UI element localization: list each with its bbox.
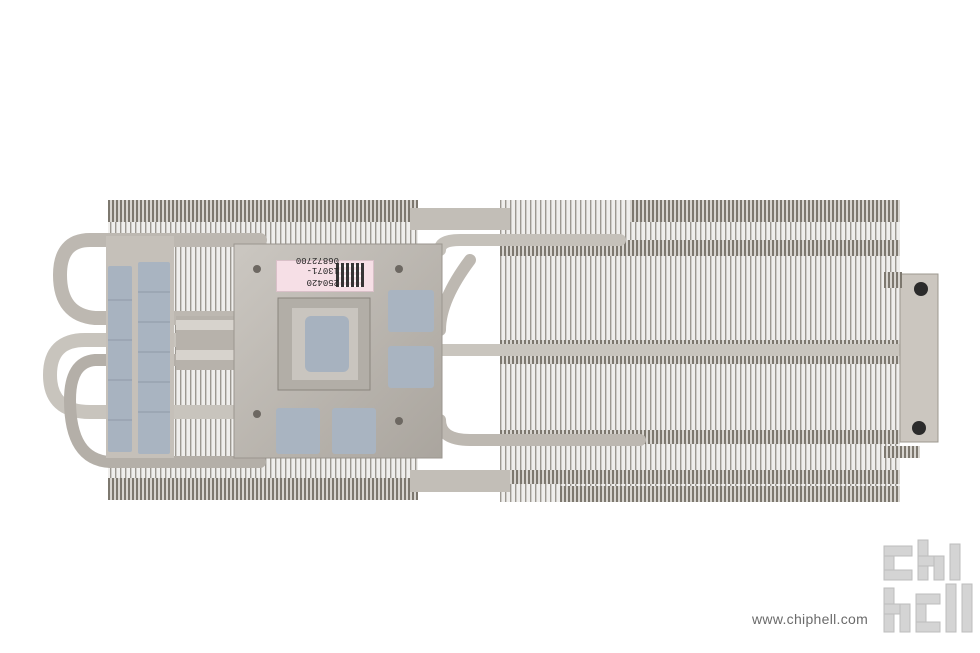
vrm-bracket (106, 236, 174, 458)
thermal-pad (332, 408, 376, 454)
thermal-pad (388, 346, 434, 388)
label-line-2: 13071-06872700 (295, 255, 339, 275)
watermark-url: www.chiphell.com (752, 611, 869, 627)
thermal-pad (388, 290, 434, 332)
qr-code-icon (336, 263, 364, 287)
thermal-pad (276, 408, 320, 454)
chiphell-logo (883, 539, 973, 633)
right-bracket (884, 272, 939, 458)
label-line-1: 250420 (306, 277, 339, 287)
bridge-plate (410, 208, 510, 230)
